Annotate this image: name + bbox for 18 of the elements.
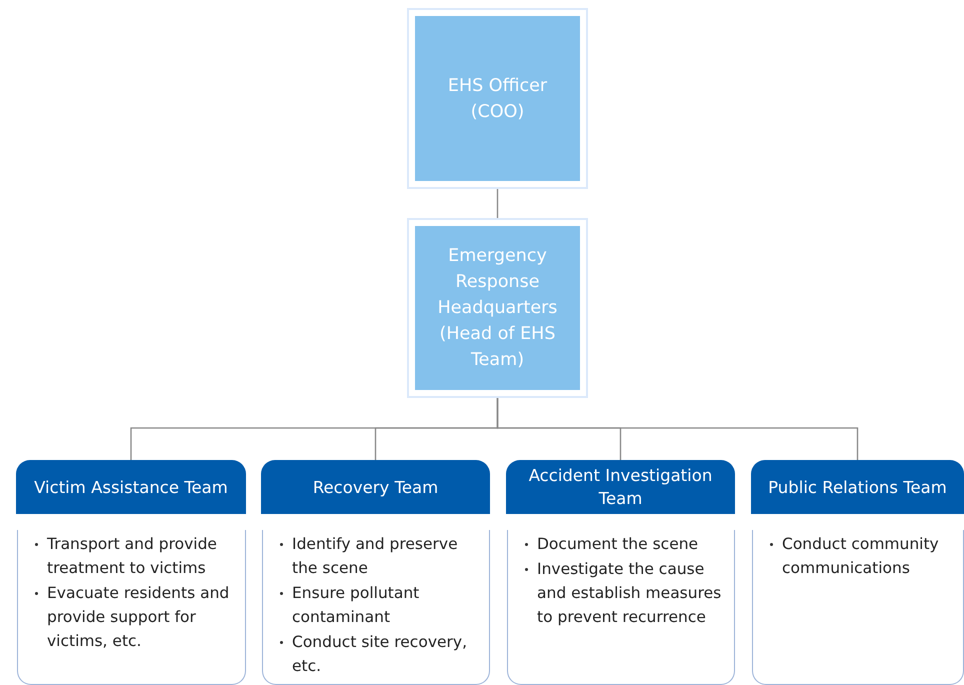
duty-text: Evacuate residents and provide support for victims, etc.: [47, 584, 230, 650]
connector-line: [496, 189, 498, 218]
team-title: Victim Assistance Team: [34, 476, 228, 498]
connector-line: [496, 398, 858, 460]
duty-text: Ensure pollutant contaminant: [292, 584, 420, 626]
team-title: Public Relations Team: [768, 476, 947, 498]
duty-text: Conduct site recovery, etc.: [292, 633, 467, 675]
duty-text: Conduct community communications: [782, 535, 939, 577]
duty-text: Investigate the cause and establish measures to prevent recurrence: [537, 560, 722, 626]
frame-box: [407, 8, 588, 189]
role-title: Emergency Response Headquarters (Head of EHS Team): [436, 245, 558, 372]
duty-text: Document the scene: [537, 535, 698, 553]
team-title: Recovery Team: [312, 476, 438, 498]
duty-text: Identify and preserve the scene: [292, 535, 458, 577]
duty-text: Transport and provide treatment to victims: [47, 535, 217, 577]
role-title: EHS Officer (COO): [446, 74, 548, 124]
team-title: Accident Investigation Team: [528, 465, 714, 510]
frame-box: [407, 218, 588, 398]
